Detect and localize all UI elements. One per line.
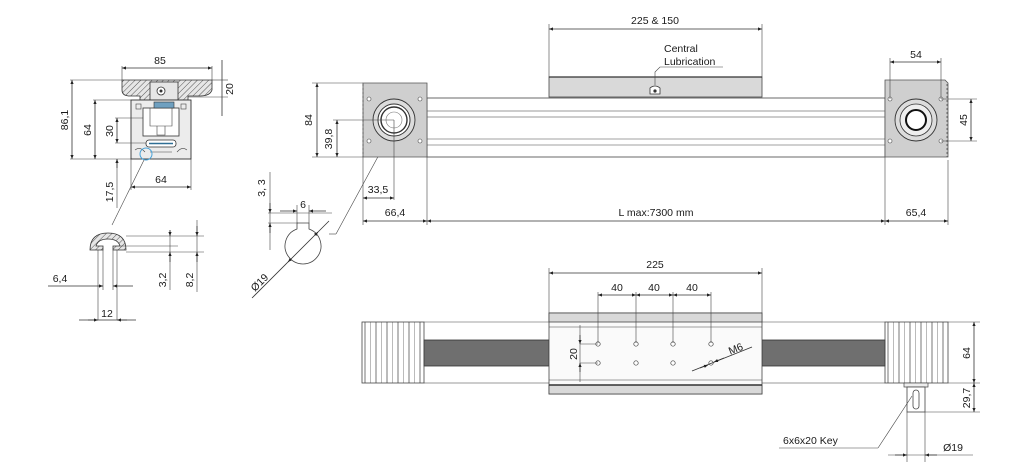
dim-key-depth: 3, 3 bbox=[256, 179, 268, 197]
dim-end-height: 84 bbox=[303, 114, 315, 126]
dim-cover-inner-height: 3,2 bbox=[157, 273, 169, 288]
cover-detail-view: 6,4 12 3,2 8,2 bbox=[48, 220, 204, 322]
front-view: Central Lubrication 225 & 150 84 39,8 bbox=[303, 15, 977, 225]
right-end-cap-ribbed bbox=[887, 322, 944, 383]
dim-shaft-length: 29,7 bbox=[961, 388, 973, 409]
dim-key-width: 6 bbox=[300, 199, 306, 211]
shaft-key-detail: 3, 3 6 Ø19 bbox=[249, 139, 388, 299]
dim-profile-width: 64 bbox=[155, 174, 167, 186]
dim-right-end-length: 65,4 bbox=[906, 207, 927, 219]
dim-overall-height: 86,1 bbox=[59, 110, 71, 131]
top-view: 225 40 40 40 20 M6 64 bbox=[361, 259, 980, 462]
dim-slot-width: 6,4 bbox=[53, 273, 68, 285]
cover-strip-section bbox=[89, 232, 127, 251]
dim-carriage-length-top: 225 bbox=[646, 259, 664, 271]
detail-leader bbox=[111, 159, 145, 226]
dim-cover-width: 12 bbox=[101, 308, 113, 320]
dim-shaft-diameter-top: Ø19 bbox=[943, 442, 963, 454]
dim-shaft-offset: 33,5 bbox=[368, 184, 389, 196]
dim-profile-width-top: 85 bbox=[154, 55, 166, 67]
dim-hole-row-spacing: 20 bbox=[568, 348, 580, 360]
dim-hole-pitch-1: 40 bbox=[611, 282, 623, 294]
shaft-cross-section bbox=[284, 222, 322, 265]
dim-shaft-diameter: Ø19 bbox=[249, 272, 272, 295]
shaft-key bbox=[912, 389, 920, 410]
dim-bottom-offset: 17,5 bbox=[104, 182, 116, 203]
dim-profile-height-top: 20 bbox=[224, 83, 236, 95]
central-lubrication-line1: Central bbox=[664, 43, 698, 55]
dim-right-hole-spacing-h: 54 bbox=[910, 49, 922, 61]
dim-slot-height: 30 bbox=[104, 125, 116, 137]
key-label: 6x6x20 Key bbox=[783, 435, 839, 447]
belt-left bbox=[423, 339, 550, 367]
dim-carriage-length-front: 225 & 150 bbox=[631, 15, 679, 27]
carriage-top bbox=[548, 312, 763, 395]
dim-profile-height: 64 bbox=[82, 124, 94, 136]
dim-hole-pitch-2: 40 bbox=[648, 282, 660, 294]
belt-right bbox=[761, 339, 886, 367]
dim-thread: M6 bbox=[727, 341, 745, 358]
profile-section-view: 85 20 86,1 64 30 17,5 64 bbox=[59, 55, 236, 226]
dim-shaft-height: 39,8 bbox=[323, 129, 335, 150]
rail-profile bbox=[426, 97, 886, 158]
left-end-cap-ribbed bbox=[364, 322, 421, 383]
dim-hole-pitch-3: 40 bbox=[686, 282, 698, 294]
mounting-hole bbox=[670, 360, 676, 366]
mounting-holes bbox=[595, 341, 714, 366]
dim-cover-outer-height: 8,2 bbox=[184, 273, 196, 288]
right-shaft-bore bbox=[905, 109, 927, 131]
mounting-hole bbox=[633, 360, 639, 366]
dim-right-hole-spacing-v: 45 bbox=[958, 114, 970, 126]
dim-top-height: 64 bbox=[961, 347, 973, 359]
central-lubrication-line2: Lubrication bbox=[664, 56, 716, 68]
dim-max-length: L max:7300 mm bbox=[619, 207, 694, 219]
dim-left-end-length: 66,4 bbox=[385, 207, 406, 219]
detail-circle bbox=[139, 147, 153, 161]
